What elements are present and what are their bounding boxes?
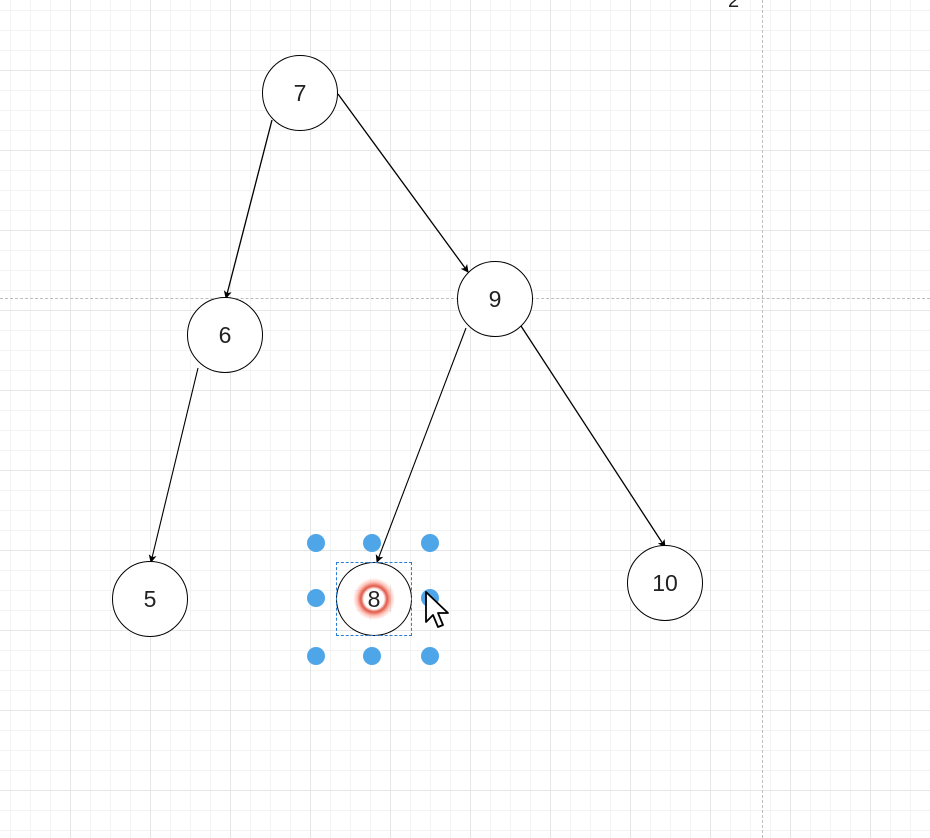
- resize-handle-left[interactable]: [307, 589, 325, 607]
- tree-node-5[interactable]: 5: [112, 561, 188, 637]
- tree-node-6[interactable]: 6: [187, 297, 263, 373]
- edge-9-8[interactable]: [375, 327, 467, 563]
- page-break-vertical: [762, 0, 763, 838]
- resize-handle-top[interactable]: [363, 534, 381, 552]
- edge-6-5[interactable]: [148, 367, 199, 563]
- page-number: 2: [728, 0, 740, 12]
- resize-handle-top-left[interactable]: [307, 534, 325, 552]
- tree-node-9[interactable]: 9: [457, 261, 533, 337]
- tree-node-7[interactable]: 7: [262, 55, 338, 131]
- edge-7-6[interactable]: [223, 119, 273, 299]
- resize-handle-bottom-right[interactable]: [421, 647, 439, 665]
- edge-7-9[interactable]: [337, 93, 469, 273]
- edge-9-10[interactable]: [520, 325, 666, 548]
- resize-handle-bottom-left[interactable]: [307, 647, 325, 665]
- resize-handle-top-right[interactable]: [421, 534, 439, 552]
- arrow-cursor-icon: [425, 591, 449, 628]
- tree-node-8[interactable]: 8: [336, 562, 412, 636]
- tree-node-10[interactable]: 10: [627, 545, 703, 621]
- resize-handle-bottom[interactable]: [363, 647, 381, 665]
